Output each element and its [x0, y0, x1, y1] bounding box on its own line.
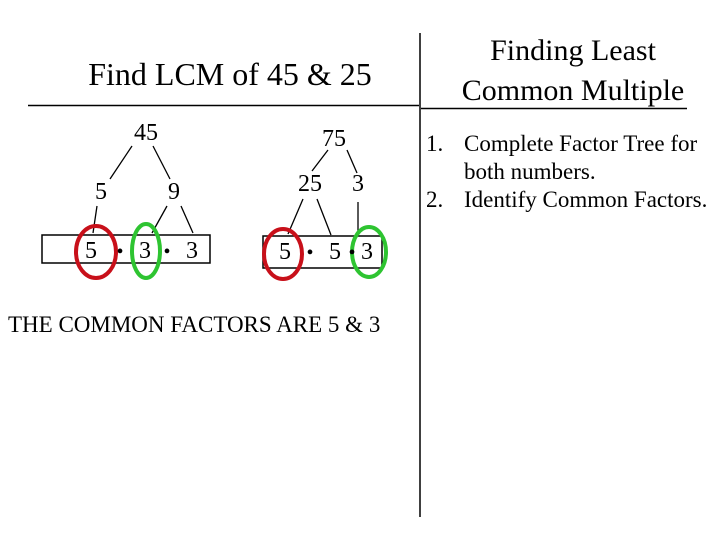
tree45-stem-5-to-box [92, 205, 98, 234]
instruction-list: 1. Complete Factor Tree for both numbers… [426, 130, 718, 214]
step-2-text: Identify Common Factors. [464, 186, 707, 214]
tree75-branch-root-to-3 [346, 149, 358, 174]
tree75-factor-5a: 5 [279, 239, 291, 265]
tree75-green-highlight-ellipse [350, 225, 388, 279]
tree75-child-3: 3 [352, 171, 364, 197]
tree45-child-5: 5 [95, 179, 107, 205]
tree45-factor-3b: 3 [186, 238, 198, 264]
tree45-factor-box [41, 234, 211, 264]
tree75-branch-25-to-5a [287, 198, 304, 235]
tree45-factor-3a: 3 [139, 238, 151, 264]
instruction-step-1: 1. Complete Factor Tree for both numbers… [426, 130, 718, 186]
step-1-line-1: Complete Factor Tree for [464, 131, 698, 156]
tree45-root-value: 45 [134, 120, 158, 146]
right-title-line-2: Common Multiple [461, 74, 685, 107]
tree45-branch-root-to-5 [109, 145, 133, 180]
tree45-dot-1: • [116, 241, 124, 263]
right-slide-title: Finding Least Common Multiple [462, 31, 685, 111]
tree45-factor-5: 5 [85, 238, 97, 264]
left-slide-title: Find LCM of 45 & 25 [88, 56, 372, 92]
tree45-branch-root-to-9 [152, 145, 171, 180]
tree75-red-highlight-ellipse [262, 227, 304, 281]
step-1-text: Complete Factor Tree for both numbers. [464, 130, 697, 186]
step-2-number: 2. [426, 187, 444, 212]
conclusion-text: THE COMMON FACTORS ARE 5 & 3 [8, 312, 381, 337]
step-1-number: 1. [426, 131, 444, 156]
tree75-dot-1: • [306, 242, 314, 264]
tree75-factor-5b: 5 [329, 239, 341, 265]
tree75-child-25: 25 [298, 171, 322, 197]
tree75-factor-3: 3 [361, 239, 373, 265]
tree45-dot-2: • [163, 241, 171, 263]
tree45-red-highlight-ellipse [74, 224, 118, 280]
instruction-step-2: 2. Identify Common Factors. [426, 186, 718, 214]
tree75-branch-root-to-25 [311, 149, 329, 172]
right-title-line-1: Finding Least [490, 34, 656, 67]
tree45-green-highlight-ellipse [130, 222, 162, 280]
tree75-dot-2: • [348, 242, 356, 264]
tree75-branch-25-to-5b [316, 198, 332, 236]
step-2-line-1: Identify Common Factors. [464, 187, 708, 212]
tree75-root-value: 75 [322, 126, 346, 152]
tree45-branch-9-to-3b [180, 205, 194, 234]
step-1-line-2: both numbers. [464, 159, 596, 184]
tree45-child-9: 9 [168, 179, 180, 205]
